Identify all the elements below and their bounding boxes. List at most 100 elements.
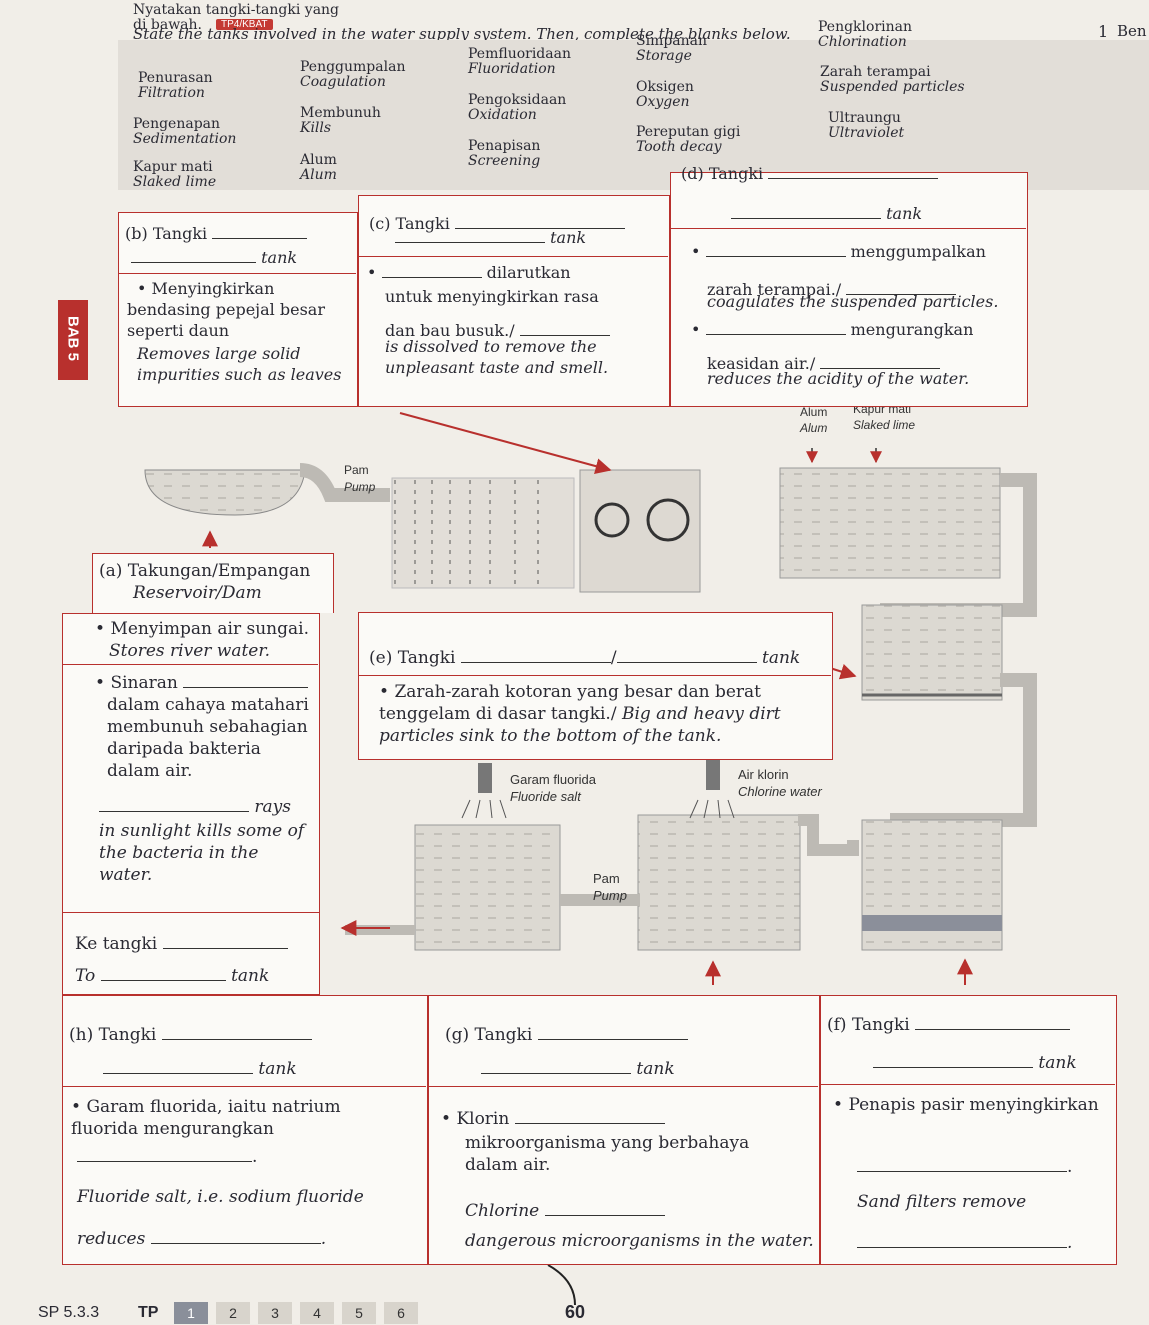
- tank-h-desc-en2: reduces: [77, 1229, 146, 1249]
- pump2-label-en: Pump: [593, 888, 627, 903]
- footer-tp: TP: [138, 1304, 159, 1321]
- tank-d-tank: tank: [886, 204, 923, 223]
- tank-f-tank: tank: [1038, 1053, 1077, 1073]
- tank-d-chemical2-en-blank[interactable]: [820, 368, 941, 369]
- tank-c-blank-ms[interactable]: [454, 228, 625, 229]
- tank-e-desc-en1: Big and heavy: [621, 704, 744, 724]
- tank-c-desc-ms3: dan bau busuk./: [385, 321, 515, 340]
- mixing-tank: [579, 469, 701, 593]
- tank-h-effect-en-blank[interactable]: [150, 1243, 321, 1244]
- tank-g-blank-ms[interactable]: [537, 1039, 688, 1040]
- tp-badge: TP4/KBAT: [216, 19, 273, 30]
- fluoride-label-ms: Garam fluorida: [510, 772, 596, 787]
- screening-tank: [391, 477, 575, 589]
- sedimentation-tank: [861, 604, 1003, 701]
- tank-c-tank: tank: [550, 228, 587, 247]
- tank-e-blank-ms[interactable]: [460, 662, 611, 663]
- reservoir-desc-en: Stores river water.: [109, 641, 271, 661]
- instruction-en: State the tanks involved in the water su…: [133, 25, 791, 43]
- tank-h-tank: tank: [258, 1059, 297, 1079]
- tank-d-desc-en1: coagulates the suspended particles.: [707, 292, 999, 311]
- tank-e-desc-ms: Zarah-zarah kotoran yang besar dan berat…: [379, 682, 761, 724]
- tank-b-blank-en[interactable]: [131, 262, 256, 263]
- tp-level-2: 2: [216, 1302, 250, 1324]
- chlorine-label-ms: Air klorin: [738, 767, 789, 782]
- sun-rays-en-blank[interactable]: [99, 811, 249, 812]
- tp-level-6: 6: [384, 1302, 418, 1324]
- tank-d-blank-en[interactable]: [731, 218, 881, 219]
- storage-blank-ms[interactable]: [162, 948, 288, 949]
- tank-c-blank-en[interactable]: [395, 242, 545, 243]
- alum-label-ms: Alum: [800, 405, 828, 419]
- tp-level-4: 4: [300, 1302, 334, 1324]
- tank-h-box: (h) Tangki tank • Garam fluorida, iaitu …: [62, 995, 428, 1265]
- tank-f-blank-en[interactable]: [873, 1067, 1033, 1068]
- footer-code: SP 5.3.3: [38, 1304, 100, 1321]
- tank-c-chemical-blank[interactable]: [381, 277, 482, 278]
- instruction-ms-2: di bawah.: [133, 17, 202, 33]
- tank-f-remove-en-blank[interactable]: [857, 1247, 1067, 1248]
- fluoridation-tank: [414, 824, 561, 951]
- tank-f-remove-blank[interactable]: [857, 1171, 1067, 1172]
- tank-g-action-blank[interactable]: [514, 1123, 665, 1124]
- alum-label-en: Alum: [800, 421, 828, 435]
- tank-d-chemical1-blank[interactable]: [705, 256, 846, 257]
- storage-blank-en[interactable]: [100, 980, 226, 981]
- pump2-label-ms: Pam: [593, 871, 620, 886]
- sun-desc-en1: rays: [254, 797, 291, 817]
- tank-b-tank: tank: [261, 248, 298, 267]
- tank-h-blank-ms[interactable]: [161, 1039, 312, 1040]
- page-number: 60: [565, 1302, 586, 1322]
- tank-d-box: (d) Tangki tank • menggumpalkan zarah te…: [670, 164, 1028, 407]
- storage-box: Ke tangki To tank: [62, 913, 320, 995]
- tank-d-desc-ms1: menggumpalkan: [850, 242, 986, 261]
- tank-g-desc-en1: Chlorine: [465, 1201, 540, 1221]
- instruction-header: Nyatakan tangki-tangki yang di bawah. TP…: [0, 0, 1149, 43]
- tank-f-desc-ms: Penapis pasir menyingkirkan: [848, 1095, 1099, 1115]
- sun-rays-blank[interactable]: [183, 687, 309, 688]
- tank-b-blank-ms[interactable]: [212, 238, 308, 239]
- tank-f-blank-ms[interactable]: [915, 1029, 1071, 1030]
- coagulation-tank: [779, 467, 1001, 579]
- tank-d-chemical2-blank[interactable]: [705, 334, 846, 335]
- tank-d-blank-ms[interactable]: [768, 178, 939, 179]
- tank-b-title: (b) Tangki: [125, 224, 208, 243]
- reservoir-shape: [144, 469, 306, 516]
- reservoir-title: (a) Takungan/Empangan: [99, 561, 311, 581]
- tank-g-action-en-blank[interactable]: [544, 1215, 665, 1216]
- tank-e-box: (e) Tangki / tank • Zarah-zarah kotoran …: [358, 612, 833, 760]
- tank-d-desc-ms3: mengurangkan: [850, 320, 974, 339]
- tank-e-title: (e) Tangki: [369, 648, 456, 668]
- tank-c-title: (c) Tangki: [369, 214, 450, 233]
- tank-g-desc-ms1: Klorin: [456, 1109, 510, 1129]
- tank-c-chemical-en-blank[interactable]: [519, 335, 610, 336]
- tank-h-blank-en[interactable]: [103, 1073, 253, 1074]
- pump-label-ms: Pam: [344, 463, 369, 477]
- tank-c-box: (c) Tangki tank • dilarutkan untuk menyi…: [358, 195, 670, 407]
- side-number-1: 1: [1098, 22, 1109, 41]
- tank-d-chemical1-en-blank[interactable]: [846, 294, 957, 295]
- tank-b-box: (b) Tangki tank • Menyingkirkan bendasin…: [118, 212, 358, 407]
- tank-e-blank-en[interactable]: [616, 662, 757, 663]
- tank-g-title: (g) Tangki: [445, 1025, 533, 1045]
- tank-h-desc-en: Fluoride salt, i.e. sodium fluoride: [77, 1187, 364, 1207]
- tank-f-desc-en: Sand filters remove: [857, 1192, 1027, 1212]
- tank-h-effect-blank[interactable]: [77, 1161, 252, 1162]
- tank-f-box: (f) Tangki tank • Penapis pasir menyingk…: [820, 995, 1117, 1265]
- chlorination-tank: [637, 814, 801, 951]
- tank-g-blank-en[interactable]: [481, 1073, 631, 1074]
- sun-desc-ms1: Sinaran: [110, 673, 178, 693]
- storage-title-en: To: [75, 966, 96, 986]
- tank-g-box: (g) Tangki tank • Klorin mikroorganisma …: [428, 995, 820, 1265]
